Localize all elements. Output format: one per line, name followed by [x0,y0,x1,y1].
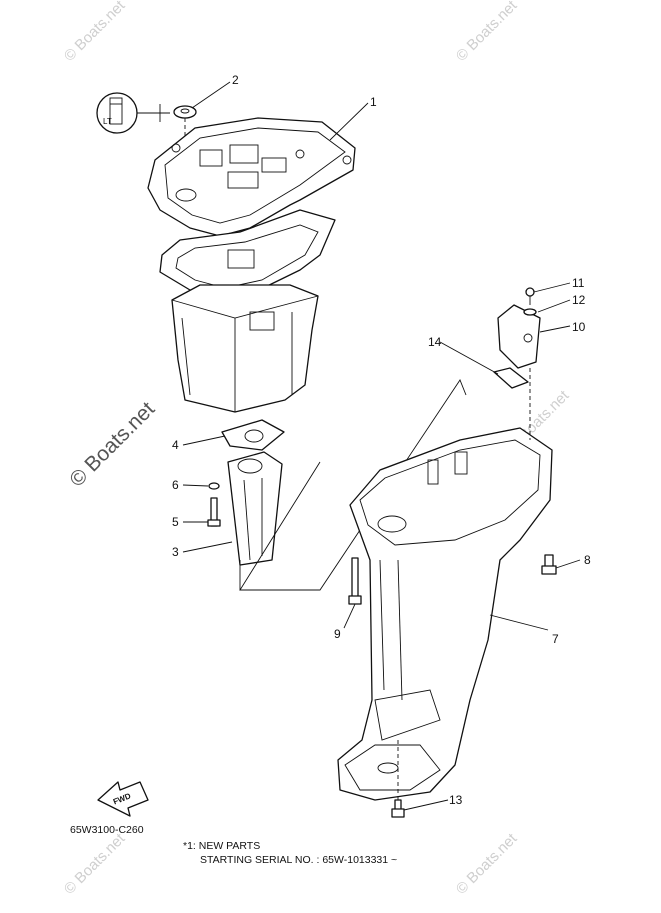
watermark-top-right: © Boats.net [453,0,521,65]
callout-9: 9 [334,627,341,641]
part-14-clip [493,367,529,389]
callout-12: 12 [572,293,586,307]
sealant-lt-icon: LT [96,92,170,134]
watermark-bottom-right: © Boats.net [453,830,521,898]
part-7-drive-shaft-housing [337,427,553,801]
part-11-screw [525,287,535,305]
gasket-upper [159,209,336,301]
callout-8: 8 [584,553,591,567]
callout-7: 7 [552,632,559,646]
part-6-washer [208,482,220,490]
callout-labels: 1 2 3 4 5 6 7 8 9 10 11 12 13 14 [172,73,591,807]
diagram-code: 65W3100-C260 [70,824,144,836]
callout-11: 11 [572,276,585,290]
callout-10: 10 [572,320,586,334]
upper-casing-body [171,284,319,413]
callout-13: 13 [449,793,463,807]
footnote-new-parts: *1: NEW PARTS [183,840,261,852]
watermark-bottom-left: © Boats.net [61,830,129,898]
callout-3: 3 [172,545,179,559]
footnote-serial: STARTING SERIAL NO. : 65W-1013331 ~ [200,854,398,866]
fwd-arrow-icon: FWD [97,781,149,817]
part-9-bolt [348,557,362,605]
callout-6: 6 [172,478,179,492]
assembly-indicator-line [239,379,467,591]
part-10-plate [497,304,541,369]
callout-5: 5 [172,515,179,529]
watermark-top-left: © Boats.net [61,0,129,65]
part-5-bolt [207,497,221,527]
part-1-upper-plate [147,117,356,237]
callout-1: 1 [370,95,377,109]
part-8-bolt [541,554,557,575]
part-12-washer [523,308,537,316]
watermark-side-logo: © Boats.net [65,397,159,491]
part-4-exhaust-gasket [221,419,285,451]
part-3-exhaust-tube [227,451,283,566]
svg-text:LT: LT [103,117,112,126]
callout-4: 4 [172,438,179,452]
callout-2: 2 [232,73,239,87]
part-13-bolt [391,799,405,818]
leader-lines [182,81,581,811]
callout-14: 14 [428,335,442,349]
